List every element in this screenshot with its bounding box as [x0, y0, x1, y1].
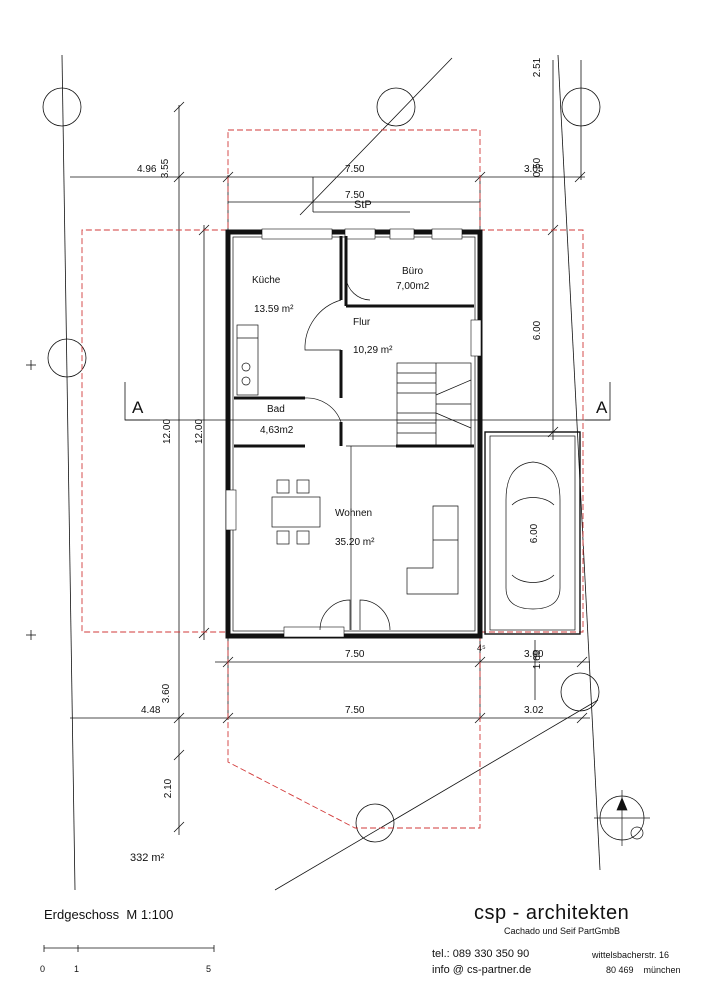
room-bad-area: 4,63m2 — [260, 425, 294, 436]
plot-boundary-right — [557, 54, 601, 871]
section-mark-right: A — [596, 398, 608, 417]
firm-city: 80 469 münchen — [606, 965, 681, 975]
grid-circle — [355, 803, 395, 843]
scale-label-0: 0 — [40, 964, 46, 974]
dim-v-bottom-left: 3.60 — [161, 683, 173, 704]
dining-table — [271, 496, 321, 528]
room-buero-area: 7,00m2 — [396, 281, 430, 292]
firm-name: csp - architekten — [474, 902, 630, 924]
grid-circle — [560, 672, 600, 712]
plot-boundary-diagonal-top — [299, 57, 453, 216]
dim-v-bottom-left-small: 2.10 — [163, 778, 175, 799]
dim-bottom-right: 3.02 — [524, 705, 544, 716]
grid-circle — [376, 87, 416, 127]
building-envelope — [81, 129, 584, 829]
dim-bottom-left: 4.48 — [141, 705, 161, 716]
scale-label-5: 5 — [206, 964, 212, 974]
drawing-title: Erdgeschoss M 1:100 — [44, 907, 174, 922]
plot-boundary-left — [61, 54, 76, 891]
room-kueche-name: Küche — [252, 275, 281, 286]
carport — [484, 431, 581, 635]
room-kueche-area: 13.59 m² — [254, 304, 294, 315]
dim-v-top-right: 2.51 — [532, 57, 544, 78]
dim-mid-house: 7.50 — [345, 649, 365, 660]
room-wohnen-name: Wohnen — [335, 508, 373, 519]
stp-label: StP — [354, 199, 372, 211]
plot-boundary-diagonal-bottom — [274, 699, 599, 891]
grid-circle — [42, 87, 82, 127]
car — [505, 461, 561, 610]
section-mark-left: A — [132, 398, 144, 417]
room-wohnen-area: 35.20 m² — [335, 537, 375, 548]
firm-phone: tel.: 089 330 350 90 — [432, 948, 530, 960]
dim-top-right: 3.05 — [524, 164, 544, 175]
dim-v-left-inner: 12.00 — [194, 418, 206, 445]
scale-label-1: 1 — [74, 964, 80, 974]
dim-bottom-house: 7.50 — [345, 705, 365, 716]
dim-v-house-right: 6.00 — [532, 320, 544, 341]
firm-subtitle: Cachado und Seif PartGmbB — [504, 926, 621, 936]
dim-top-house: 7.50 — [345, 164, 365, 175]
grid-circle — [561, 87, 601, 127]
room-bad-name: Bad — [267, 404, 285, 415]
room-buero-name: Büro — [402, 266, 424, 277]
dim-stp-width: 7.50 — [345, 190, 365, 201]
room-flur-area: 10,29 m² — [353, 345, 393, 356]
dim-v-top-left: 3.55 — [160, 158, 172, 179]
firm-street: wittelsbacherstr. 16 — [592, 950, 670, 960]
dim-mid-right: 3.00 — [524, 649, 544, 660]
dim-v-left-outer: 12.00 — [162, 418, 174, 445]
grid-circle — [47, 338, 87, 378]
dim-mid-gap: 4⁵ — [477, 643, 486, 653]
firm-email: info @ cs-partner.de — [432, 964, 532, 976]
room-flur-name: Flur — [353, 317, 371, 328]
plot-area: 332 m² — [130, 852, 165, 864]
dim-v-right-bottom: 1.69 — [532, 649, 544, 670]
dim-top-left: 4.96 — [137, 164, 157, 175]
sofa — [406, 505, 459, 595]
dim-v-top-right-small: 0.50 — [532, 157, 544, 178]
dim-v-carport: 6.00 — [529, 523, 541, 544]
